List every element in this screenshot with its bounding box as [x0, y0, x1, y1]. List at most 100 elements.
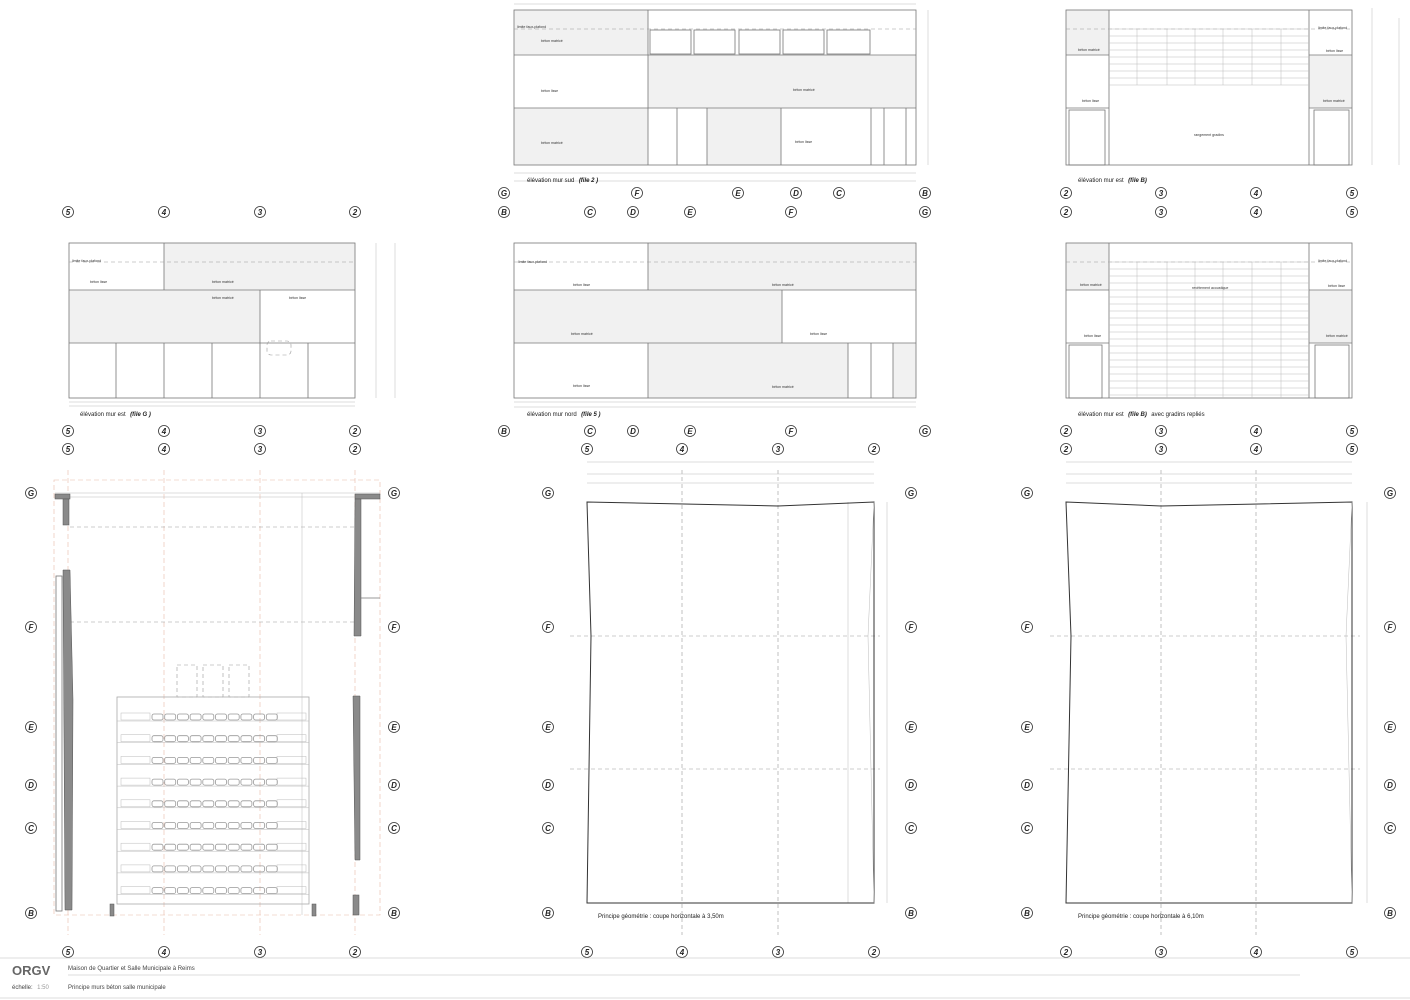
material-label: béton matricé — [571, 332, 593, 336]
grid-bubble-label: G — [1387, 489, 1393, 498]
grid-bubble-label: 3 — [1159, 208, 1164, 217]
grid-bubble-d: D — [1384, 779, 1396, 791]
label-faux-plafond: limite faux-plafond — [1318, 26, 1347, 30]
grid-bubble-f: F — [1384, 621, 1396, 633]
grid-bubble-b: B — [388, 907, 400, 919]
grid-bubble-label: 4 — [1253, 208, 1259, 217]
grid-bubble-label: G — [922, 427, 928, 436]
grid-bubble-5: 5 — [581, 443, 593, 455]
grid-bubble-2: 2 — [1060, 946, 1072, 958]
seat — [227, 757, 240, 764]
seat — [176, 843, 189, 851]
gradin-bench — [276, 842, 307, 851]
seat — [189, 800, 202, 808]
grid-bubble-5: 5 — [1346, 946, 1358, 958]
gradin-bench — [120, 886, 151, 894]
grid-bubble-c: C — [1384, 822, 1396, 834]
material-label: béton matricé — [793, 88, 815, 92]
grid-bubble-4: 4 — [1250, 946, 1262, 958]
grid-bubble-label: 4 — [161, 948, 167, 957]
grid-bubble-label: B — [908, 909, 914, 918]
seat — [164, 887, 177, 894]
grid-bubble-b: B — [1384, 907, 1396, 919]
seat — [265, 887, 278, 894]
gradin-bench — [120, 734, 151, 742]
seat — [227, 887, 240, 894]
seat — [189, 843, 202, 851]
scale: échelle: 1:50 — [12, 976, 49, 993]
gradin-bench — [120, 712, 151, 721]
grid-bubble-label: 5 — [1350, 427, 1355, 436]
grid-bubble-label: G — [908, 489, 914, 498]
seat — [265, 865, 278, 873]
grid-bubble-f: F — [542, 621, 554, 633]
grid-bubble-label: 5 — [1350, 208, 1355, 217]
grid-bubble-g: G — [25, 487, 37, 499]
material-label: rangement gradins — [1194, 133, 1224, 137]
grid-bubble-label: 3 — [258, 427, 263, 436]
grid-bubble-e: E — [684, 425, 696, 437]
seat — [227, 843, 240, 851]
sheet-title: Principe murs béton salle municipale — [68, 985, 166, 991]
grid-bubble-5: 5 — [581, 946, 593, 958]
material-label: béton lisse — [573, 384, 590, 388]
gradin-bench — [120, 777, 151, 786]
grid-bubble-label: E — [1387, 723, 1393, 732]
grid-bubble-label: C — [545, 824, 551, 833]
seat — [176, 887, 189, 894]
grid-bubble-label: D — [793, 189, 799, 198]
seat — [202, 822, 215, 829]
seat — [164, 800, 177, 808]
seat — [227, 778, 240, 786]
grid-bubble-label: E — [1024, 723, 1030, 732]
label-faux-plafond: limite faux-plafond — [72, 259, 101, 263]
grid-bubble-d: D — [542, 779, 554, 791]
grid-bubble-d: D — [627, 206, 639, 218]
seat — [164, 843, 177, 851]
grid-bubble-g: G — [1384, 487, 1396, 499]
seat — [189, 887, 202, 894]
gradin-bench — [276, 864, 307, 873]
grid-bubble-2: 2 — [349, 206, 361, 218]
seat — [253, 822, 266, 829]
seat — [189, 735, 202, 743]
seat — [215, 735, 227, 743]
material-label: béton lisse — [541, 89, 558, 93]
plan-coupe-6-10: Principe géométrie : coupe horizontale à… — [1050, 461, 1368, 935]
grid-bubble-c: C — [584, 425, 596, 437]
grid-bubble-label: 4 — [161, 208, 167, 217]
seat — [202, 865, 215, 873]
grid-bubble-c: C — [1021, 822, 1033, 834]
grid-bubble-2: 2 — [868, 443, 880, 455]
gradin-bench — [276, 777, 307, 786]
grid-bubble-label: 2 — [871, 948, 877, 957]
gradin-bench — [120, 799, 151, 808]
grid-bubble-d: D — [627, 425, 639, 437]
seat — [265, 735, 278, 743]
grid-bubble-2: 2 — [1060, 425, 1072, 437]
grid-bubble-f: F — [785, 206, 797, 218]
material-label: béton lisse — [90, 280, 107, 284]
grid-bubble-b: B — [498, 425, 510, 437]
label-faux-plafond: limite faux-plafond — [1318, 259, 1347, 263]
seat — [265, 843, 278, 851]
seat — [215, 822, 227, 829]
grid-bubble-label: G — [922, 208, 928, 217]
grid-bubble-3: 3 — [1155, 946, 1167, 958]
plan-coupe-3-50: Principe géométrie : coupe horizontale à… — [570, 461, 888, 935]
grid-bubble-label: F — [909, 623, 915, 632]
seat — [215, 843, 227, 851]
seat — [265, 778, 278, 786]
material-label: revêtement acoustique — [1192, 286, 1228, 290]
grid-bubble-2: 2 — [349, 425, 361, 437]
material-label: béton lisse — [795, 140, 812, 144]
grid-bubble-3: 3 — [254, 443, 266, 455]
seat — [265, 800, 278, 808]
grid-bubble-label: D — [545, 781, 551, 790]
grid-bubble-label: 5 — [585, 445, 590, 454]
seat — [176, 800, 189, 808]
seat — [176, 778, 189, 786]
seat — [253, 713, 266, 721]
grid-bubble-3: 3 — [1155, 206, 1167, 218]
